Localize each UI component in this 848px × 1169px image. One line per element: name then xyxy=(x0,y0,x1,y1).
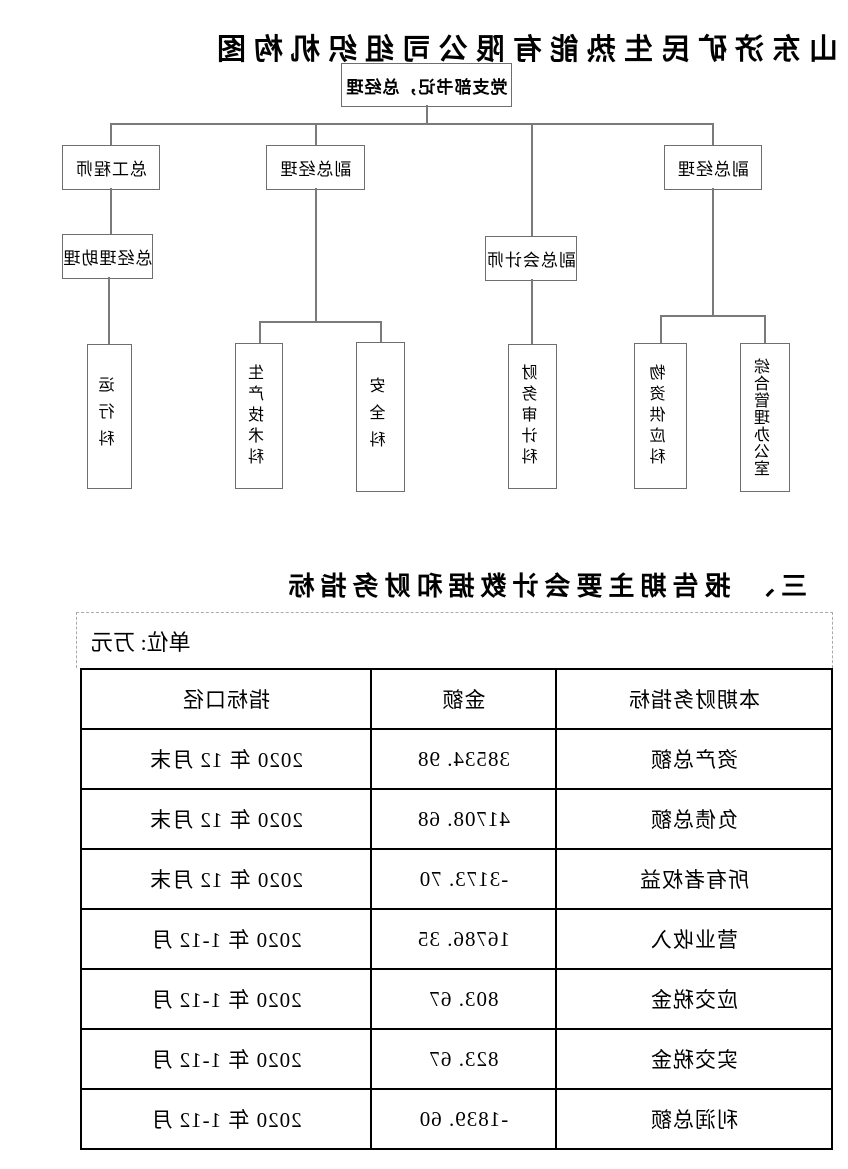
org-chart-title: 山东济矿民生热能有限公司组织机构图 xyxy=(208,34,838,66)
dept-label: 生产技术科 xyxy=(250,363,267,469)
connector-line xyxy=(712,123,714,145)
cell-period: 2020 年 1-12 月 xyxy=(81,1029,371,1089)
cell-indicator: 实交税金 xyxy=(556,1029,832,1089)
connector-line xyxy=(380,321,382,342)
dept-label: 运行科 xyxy=(100,376,118,457)
org-node-dept-finance-audit: 财务审计科 xyxy=(508,344,557,489)
dept-label: 安全科 xyxy=(371,376,389,458)
org-node-vice-gm-b: 副总经理 xyxy=(266,145,365,190)
table-unit-row: 单位: 万元 xyxy=(76,612,833,668)
table-row: 营业收入 16786. 35 2020 年 1-12 月 xyxy=(81,909,832,969)
cell-period: 2020 年 12 月末 xyxy=(81,789,371,849)
table-row: 负债总额 41708. 68 2020 年 12 月末 xyxy=(81,789,832,849)
cell-period: 2020 年 1-12 月 xyxy=(81,909,371,969)
cell-period: 2020 年 12 月末 xyxy=(81,729,371,789)
connector-line xyxy=(531,123,533,236)
table-row: 实交税金 823. 67 2020 年 1-12 月 xyxy=(81,1029,832,1089)
cell-indicator: 负债总额 xyxy=(556,789,832,849)
org-node-root: 党支部书记，总经理 xyxy=(341,63,512,107)
header-amount: 金额 xyxy=(371,669,556,729)
cell-indicator: 利润总额 xyxy=(556,1089,832,1149)
org-node-gm-assistant: 总经理助理 xyxy=(62,234,153,279)
financial-indicators-table: 本期财务指标 金额 指标口径 资产总额 38534. 98 2020 年 12 … xyxy=(80,668,833,1150)
cell-amount: -3173. 70 xyxy=(371,849,556,909)
connector-line xyxy=(531,279,533,344)
org-node-vice-gm-a: 副总经理 xyxy=(664,145,762,190)
cell-indicator: 应交税金 xyxy=(556,969,832,1029)
cell-indicator: 营业收入 xyxy=(556,909,832,969)
connector-line xyxy=(315,123,317,145)
connector-line xyxy=(111,123,714,125)
cell-period: 2020 年 12 月末 xyxy=(81,849,371,909)
dept-label: 物资供应科 xyxy=(651,363,669,469)
cell-amount: 16786. 35 xyxy=(371,909,556,969)
connector-line xyxy=(315,188,317,321)
cell-indicator: 资产总额 xyxy=(556,729,832,789)
cell-amount: 38534. 98 xyxy=(371,729,556,789)
org-node-chief-engineer: 总工程师 xyxy=(62,145,160,190)
table-row: 所有者权益 -3173. 70 2020 年 12 月末 xyxy=(81,849,832,909)
connector-line xyxy=(110,188,112,234)
connector-line xyxy=(764,315,766,343)
cell-period: 2020 年 1-12 月 xyxy=(81,1089,371,1149)
connector-line xyxy=(108,277,110,344)
table-row: 应交税金 803. 67 2020 年 1-12 月 xyxy=(81,969,832,1029)
org-node-dept-operation: 运行科 xyxy=(87,344,132,489)
cell-amount: 823. 67 xyxy=(371,1029,556,1089)
org-node-chief-accountant: 副总会计师 xyxy=(485,236,577,281)
cell-amount: 41708. 68 xyxy=(371,789,556,849)
table-row: 资产总额 38534. 98 2020 年 12 月末 xyxy=(81,729,832,789)
dept-label: 综合管理办公室 xyxy=(756,358,773,477)
connector-line xyxy=(426,105,428,123)
cell-indicator: 所有者权益 xyxy=(556,849,832,909)
cell-amount: 803. 67 xyxy=(371,969,556,1029)
dept-label: 财务审计科 xyxy=(523,364,541,469)
section-heading: 三、 报告期主要会计数据和财务指标 xyxy=(282,572,807,601)
header-indicator: 本期财务指标 xyxy=(556,669,832,729)
org-node-dept-admin-office: 综合管理办公室 xyxy=(740,343,790,492)
table-header-row: 本期财务指标 金额 指标口径 xyxy=(81,669,832,729)
unit-label: 单位: 万元 xyxy=(91,629,191,655)
connector-line xyxy=(712,188,714,315)
header-period: 指标口径 xyxy=(81,669,371,729)
connector-line xyxy=(260,321,382,323)
org-node-dept-production-tech: 生产技术科 xyxy=(235,343,283,489)
connector-line xyxy=(259,321,261,343)
connector-line xyxy=(660,315,662,343)
org-node-dept-safety: 安全科 xyxy=(356,342,405,492)
table-row: 利润总额 -1839. 60 2020 年 1-12 月 xyxy=(81,1089,832,1149)
connector-line xyxy=(661,315,766,317)
cell-amount: -1839. 60 xyxy=(371,1089,556,1149)
connector-line xyxy=(110,123,112,145)
cell-period: 2020 年 1-12 月 xyxy=(81,969,371,1029)
org-node-dept-material-supply: 物资供应科 xyxy=(634,343,687,489)
